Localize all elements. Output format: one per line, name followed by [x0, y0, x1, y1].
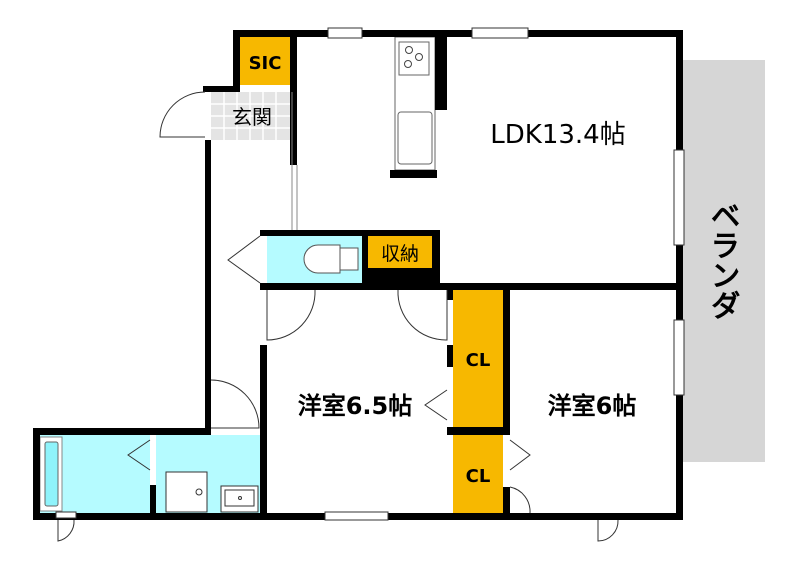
- bedroom-1-door[interactable]: [266, 289, 316, 341]
- sic-label: SIC: [249, 53, 282, 74]
- storage-label: 収納: [381, 243, 419, 265]
- bedroom-1-label: 洋室6.5帖: [298, 392, 413, 420]
- walls: [33, 30, 683, 520]
- closet-2-label: CL: [466, 466, 491, 487]
- bath-window-door: [57, 519, 75, 542]
- sic-area: [240, 37, 290, 85]
- closet-2-door[interactable]: [509, 439, 531, 471]
- kitchen-counter: [394, 36, 436, 171]
- ldk-label: LDK13.4帖: [490, 120, 625, 150]
- stove-burner-icon: [415, 53, 423, 61]
- balcony-area: [683, 60, 765, 462]
- washroom-door[interactable]: [210, 379, 260, 429]
- closet-1-door[interactable]: [424, 389, 448, 421]
- bathtub-inner: [44, 441, 59, 507]
- closet-1-area: [453, 290, 503, 427]
- entrance-label: 玄関: [232, 105, 272, 129]
- bedroom-2-door[interactable]: [509, 486, 531, 514]
- entrance-door[interactable]: [159, 91, 206, 138]
- closet-1-label: CL: [466, 350, 491, 371]
- storage-area: [368, 236, 432, 268]
- bath-door[interactable]: [127, 439, 151, 471]
- stove-burner-icon: [404, 60, 412, 68]
- balcony-label: ベランダ: [705, 200, 740, 320]
- stove-burner-icon: [405, 46, 413, 54]
- bedroom-2-label: 洋室6帖: [548, 392, 637, 420]
- closet-2-area: [453, 435, 503, 513]
- toilet-icon: [303, 244, 359, 274]
- kitchen-sink-icon: [397, 111, 433, 165]
- toilet-door[interactable]: [227, 235, 261, 284]
- entrance-tiles: [211, 92, 291, 140]
- bedroom-1-door-2[interactable]: [397, 289, 448, 341]
- windows: [55, 27, 685, 521]
- bedroom-2-exit[interactable]: [597, 519, 619, 542]
- sink-icon: [220, 485, 259, 513]
- washing-machine-icon: [165, 471, 208, 513]
- doors: [57, 91, 619, 542]
